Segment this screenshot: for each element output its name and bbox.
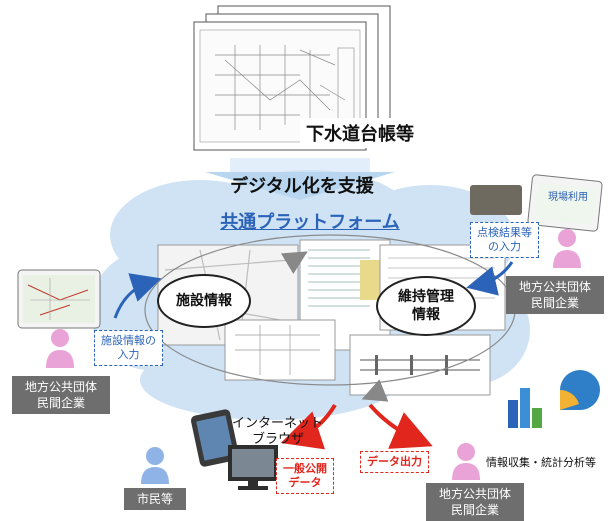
- person-citizen: [141, 447, 169, 484]
- public-data-line2: データ: [288, 476, 322, 489]
- left-entity-line1: 地方公共団体: [24, 380, 97, 394]
- inspection-input-line2: の入力: [488, 240, 521, 253]
- facility-input-line1: 施設情報の: [101, 334, 156, 347]
- analysis-label: 情報収集・統計分析等: [486, 456, 596, 469]
- data-output-arrow: [368, 403, 433, 449]
- citizens-box: 市民等: [124, 488, 186, 510]
- citizens-label: 市民等: [136, 492, 173, 506]
- screen-section: [349, 334, 491, 396]
- pc-monitor: [228, 445, 278, 490]
- internet-line2: ブラウザ: [252, 432, 305, 447]
- maintenance-info-node: 維持管理 情報: [376, 276, 476, 336]
- facility-info-label: 施設情報: [176, 293, 232, 309]
- analysis-charts: [508, 370, 600, 428]
- inspection-input-box: 点検結果等 の入力: [470, 222, 539, 258]
- public-data-arrow: [280, 403, 337, 450]
- internet-browser-label: インターネット ブラウザ: [232, 416, 323, 448]
- facility-info-node: 施設情報: [157, 274, 251, 328]
- facility-input-line2: 入力: [117, 348, 140, 361]
- bottom-entity-line2: 民間企業: [450, 503, 499, 517]
- digitize-label: デジタル化を支援: [230, 176, 374, 197]
- maintenance-info-line1: 維持管理: [398, 289, 454, 305]
- facility-input-box: 施設情報の 入力: [94, 330, 163, 366]
- person-bottom: [452, 443, 480, 480]
- platform-title: 共通プラットフォーム: [220, 212, 400, 233]
- person-right: [553, 229, 581, 268]
- right-entity-line2: 民間企業: [530, 296, 579, 310]
- public-data-box: 一般公開 データ: [276, 458, 334, 494]
- maintenance-info-line2: 情報: [412, 307, 440, 323]
- ledger-label: 下水道台帳等: [300, 118, 420, 148]
- smartphone: [190, 409, 240, 467]
- inspection-input-arrow: [466, 261, 514, 296]
- tablet-left: [17, 269, 101, 329]
- tablet-right: [527, 174, 603, 232]
- right-entity-box: 地方公共団体 民間企業: [506, 276, 604, 314]
- left-entity-line2: 民間企業: [36, 396, 85, 410]
- inspection-photo: [470, 185, 522, 215]
- internet-line1: インターネット: [232, 416, 324, 431]
- left-entity-box: 地方公共団体 民間企業: [12, 376, 110, 414]
- screen-drawing: [224, 319, 336, 381]
- field-use-label: 現場利用: [548, 192, 588, 203]
- bottom-entity-line1: 地方公共団体: [438, 487, 511, 501]
- bottom-entity-box: 地方公共団体 民間企業: [426, 483, 524, 521]
- data-output-box: データ出力: [360, 451, 429, 473]
- facility-input-arrow: [113, 273, 162, 319]
- right-entity-line1: 地方公共団体: [518, 280, 591, 294]
- data-output-label: データ出力: [367, 455, 422, 468]
- ledger-documents: [193, 5, 391, 151]
- inspection-input-line1: 点検結果等: [477, 226, 532, 239]
- person-left: [46, 329, 74, 368]
- digitize-arrow: [205, 172, 395, 200]
- public-data-line1: 一般公開: [283, 462, 327, 475]
- ledger-label-text: 下水道台帳等: [306, 124, 414, 145]
